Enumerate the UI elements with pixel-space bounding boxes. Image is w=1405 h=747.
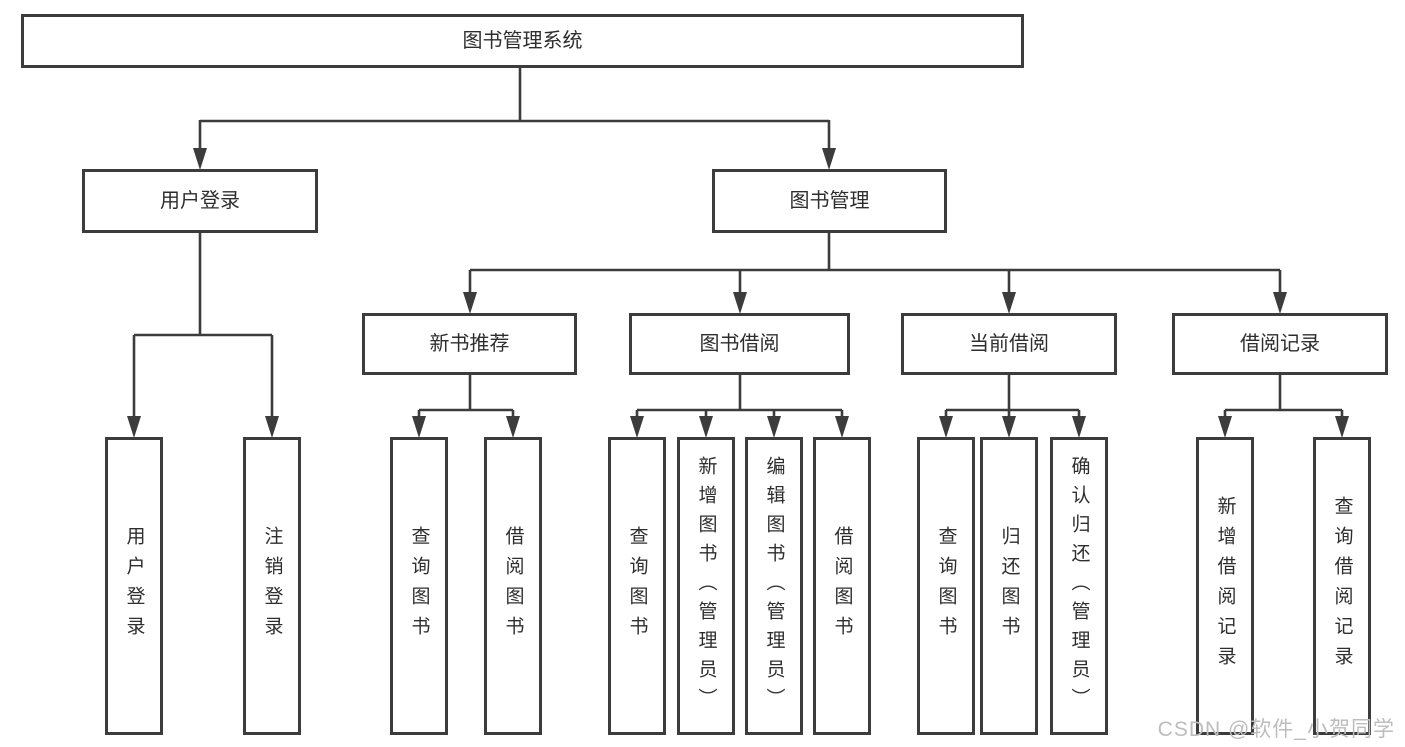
leaf-borrow-book-1: 借阅图书 <box>484 437 542 735</box>
leaf-label: 编辑图书（管理员） <box>763 455 785 717</box>
leaf-label: 注销登录 <box>261 526 283 646</box>
node-root-label: 图书管理系统 <box>462 30 583 52</box>
watermark: CSDN @软件_小贺同学 <box>1157 718 1395 741</box>
leaf-label: 借阅图书 <box>831 526 853 646</box>
leaf-label: 确认归还（管理员） <box>1068 455 1090 717</box>
leaf-label: 新增借阅记录 <box>1214 496 1236 676</box>
node-current-borrow-label: 当前借阅 <box>969 333 1049 355</box>
node-user-login: 用户登录 <box>82 169 318 233</box>
leaf-add-book-admin: 新增图书（管理员） <box>677 437 735 735</box>
leaf-borrow-book-2: 借阅图书 <box>813 437 871 735</box>
leaf-label: 查询图书 <box>935 526 957 646</box>
leaf-label: 新增图书（管理员） <box>695 455 717 717</box>
leaf-label: 用户登录 <box>123 526 145 646</box>
leaf-label: 查询借阅记录 <box>1331 496 1353 676</box>
leaf-return-book: 归还图书 <box>980 437 1038 735</box>
leaf-logout: 注销登录 <box>243 437 301 735</box>
leaf-query-book-2: 查询图书 <box>608 437 666 735</box>
leaf-add-borrow-record: 新增借阅记录 <box>1196 437 1254 735</box>
leaf-label: 查询图书 <box>408 526 430 646</box>
leaf-label: 借阅图书 <box>502 526 524 646</box>
node-new-book-recommend-label: 新书推荐 <box>429 333 510 355</box>
node-root: 图书管理系统 <box>21 14 1024 68</box>
leaf-user-login: 用户登录 <box>105 437 163 735</box>
node-book-borrow: 图书借阅 <box>629 313 850 375</box>
node-borrow-records: 借阅记录 <box>1172 313 1388 375</box>
node-book-management-label: 图书管理 <box>789 190 870 212</box>
leaf-query-book-3: 查询图书 <box>917 437 975 735</box>
node-user-login-label: 用户登录 <box>160 190 240 212</box>
node-book-borrow-label: 图书借阅 <box>699 333 780 355</box>
leaf-edit-book-admin: 编辑图书（管理员） <box>745 437 803 735</box>
node-current-borrow: 当前借阅 <box>901 313 1117 375</box>
leaf-query-book-1: 查询图书 <box>390 437 448 735</box>
node-new-book-recommend: 新书推荐 <box>362 313 577 375</box>
leaf-label: 归还图书 <box>998 526 1020 646</box>
leaf-query-borrow-record: 查询借阅记录 <box>1313 437 1371 735</box>
node-book-management: 图书管理 <box>712 169 947 233</box>
leaf-confirm-return-admin: 确认归还（管理员） <box>1050 437 1108 735</box>
node-borrow-records-label: 借阅记录 <box>1240 333 1320 355</box>
leaf-label: 查询图书 <box>626 526 648 646</box>
